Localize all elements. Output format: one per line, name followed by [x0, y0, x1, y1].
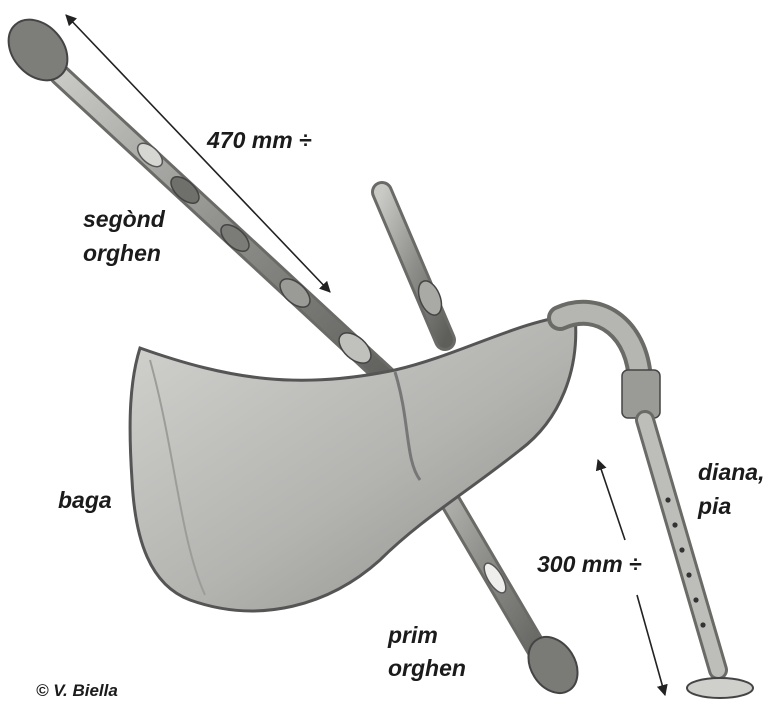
label-second-drone-line2: orghen [83, 239, 161, 268]
length-arrow-short-lower [637, 595, 665, 695]
label-bag: baga [58, 486, 112, 515]
label-credit: © V. Biella [36, 680, 118, 701]
label-length-long: 470 mm ÷ [207, 126, 312, 155]
length-arrow-short-upper [598, 460, 625, 540]
label-length-short: 300 mm ÷ [537, 550, 642, 579]
label-first-drone-line2: orghen [388, 654, 466, 683]
label-first-drone-line1: prim [388, 621, 438, 650]
label-chanter-line2: pia [698, 492, 731, 521]
label-chanter-line1: diana, [698, 458, 764, 487]
second-drone [0, 8, 395, 385]
label-second-drone-line1: segònd [83, 205, 165, 234]
